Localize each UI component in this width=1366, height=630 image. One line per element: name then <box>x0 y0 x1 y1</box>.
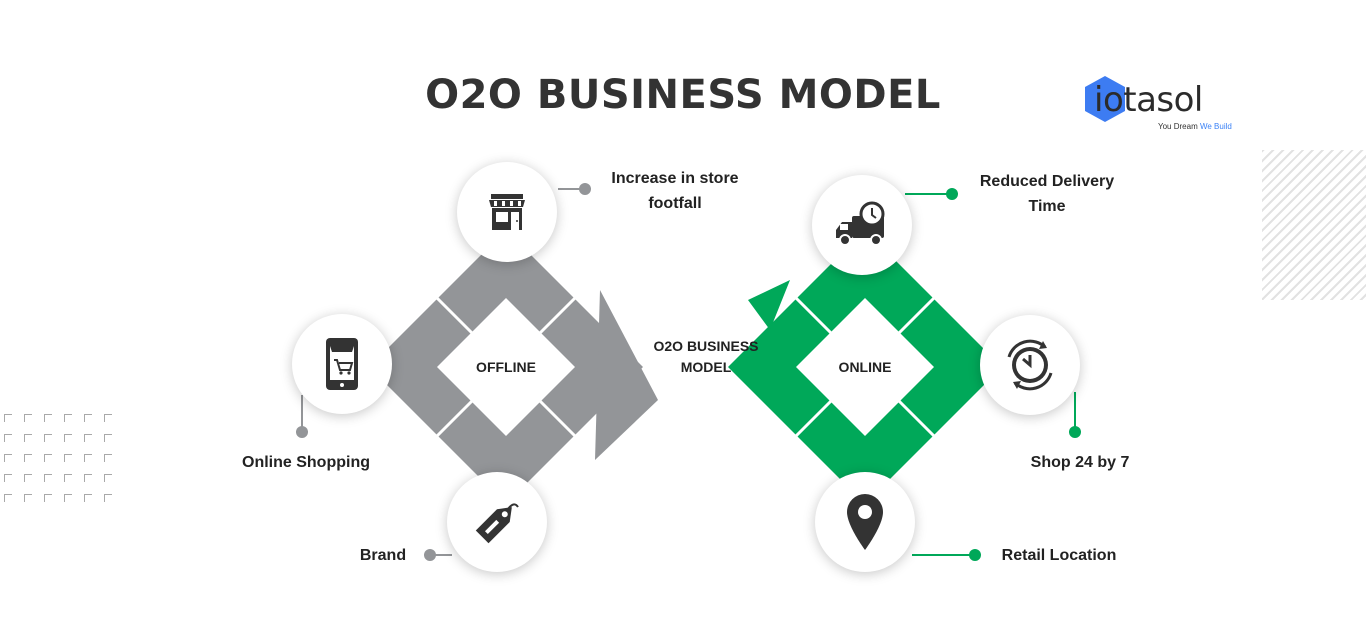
online-diamond <box>728 230 1002 504</box>
benefit-label-store-footfall: Increase in store footfall <box>611 170 739 212</box>
offline-connectors <box>296 183 591 561</box>
clock-24-7-circle <box>980 315 1080 415</box>
price-tag-circle <box>447 472 547 572</box>
benefit-label-reduced-delivery: Reduced Delivery Time <box>979 173 1115 215</box>
storefront-circle <box>457 162 557 262</box>
benefit-label-shop-24-7: Shop 24 by 7 <box>1030 454 1130 471</box>
online-label: ONLINE <box>838 359 892 375</box>
page-title: O2O BUSINESS MODEL <box>425 72 941 118</box>
benefit-label-brand: Brand <box>359 547 407 564</box>
price-tag-icon <box>475 503 519 544</box>
offline-diamond <box>369 230 658 504</box>
location-pin-circle <box>815 472 915 572</box>
online-connectors <box>905 188 1081 561</box>
center-model-label: O2O BUSINESS MODEL <box>653 338 759 375</box>
storefront-icon <box>489 194 525 230</box>
mobile-shop-circle <box>292 314 392 414</box>
decorative-stripes <box>1262 150 1366 300</box>
iotasol-logo: iotasol You Dream We Build <box>1080 74 1240 134</box>
offline-label: OFFLINE <box>476 359 536 375</box>
benefit-label-retail-location: Retail Location <box>1001 547 1117 564</box>
delivery-truck-circle <box>812 175 912 275</box>
benefit-label-online-shopping: Online Shopping <box>242 454 370 471</box>
clock-24-7-icon <box>1007 339 1053 391</box>
logo-word: iotasol <box>1094 80 1203 120</box>
location-pin-icon <box>847 494 883 550</box>
logo-tagline: You Dream We Build <box>1158 122 1232 131</box>
mobile-shop-icon <box>326 338 358 390</box>
delivery-truck-icon <box>836 201 885 246</box>
hexagon-logo-icon <box>1085 76 1125 122</box>
decorative-corner-grid <box>4 414 114 504</box>
